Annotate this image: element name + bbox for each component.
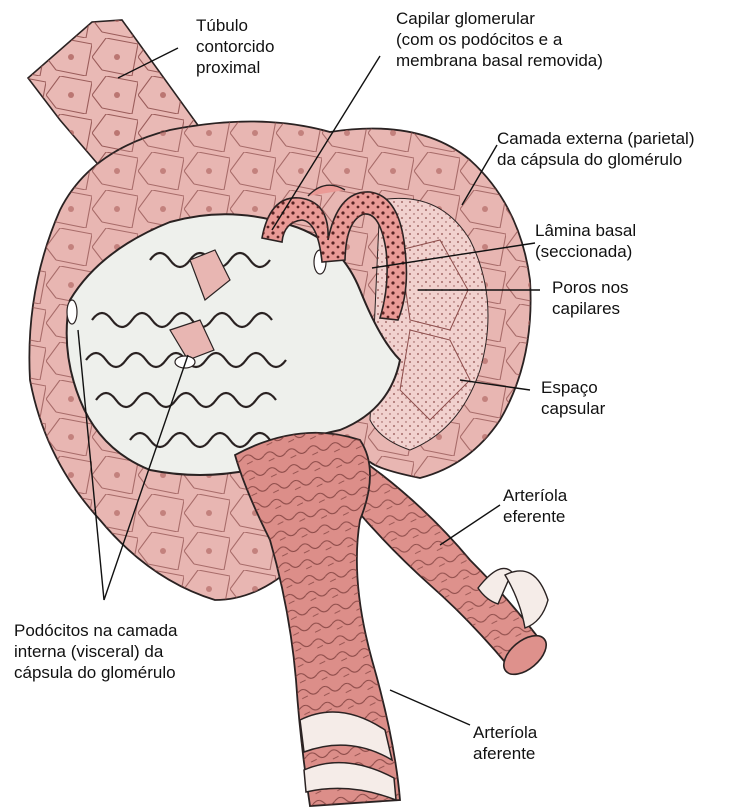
label-line: proximal xyxy=(196,57,274,78)
label-line: contorcido xyxy=(196,36,274,57)
label-line: Poros nos xyxy=(552,277,629,298)
label-parietal-layer: Camada externa (parietal) da cápsula do … xyxy=(497,128,694,170)
label-line: (com os podócitos e a xyxy=(396,29,603,50)
label-efferent-arteriole: Arteríola eferente xyxy=(503,485,567,527)
label-line: capilares xyxy=(552,298,629,319)
label-line: membrana basal removida) xyxy=(396,50,603,71)
label-afferent-arteriole: Arteríola aferente xyxy=(473,722,537,764)
label-podocytes: Podócitos na camada interna (visceral) d… xyxy=(14,620,178,683)
label-line: Túbulo xyxy=(196,15,274,36)
label-glomerular-capillary: Capilar glomerular (com os podócitos e a… xyxy=(396,8,603,71)
label-line: cápsula do glomérulo xyxy=(14,662,178,683)
label-line: Lâmina basal xyxy=(535,220,636,241)
label-line: Arteríola xyxy=(473,722,537,743)
label-line: interna (visceral) da xyxy=(14,641,178,662)
label-proximal-tubule: Túbulo contorcido proximal xyxy=(196,15,274,78)
label-line: da cápsula do glomérulo xyxy=(497,149,694,170)
label-line: Podócitos na camada xyxy=(14,620,178,641)
label-capsular-space: Espaço capsular xyxy=(541,377,605,419)
label-line: Arteríola xyxy=(503,485,567,506)
label-line: aferente xyxy=(473,743,537,764)
label-line: Camada externa (parietal) xyxy=(497,128,694,149)
label-line: Capilar glomerular xyxy=(396,8,603,29)
label-line: capsular xyxy=(541,398,605,419)
label-capillary-pores: Poros nos capilares xyxy=(552,277,629,319)
label-line: Espaço xyxy=(541,377,605,398)
label-line: eferente xyxy=(503,506,567,527)
label-line: (seccionada) xyxy=(535,241,636,262)
label-basal-lamina: Lâmina basal (seccionada) xyxy=(535,220,636,262)
